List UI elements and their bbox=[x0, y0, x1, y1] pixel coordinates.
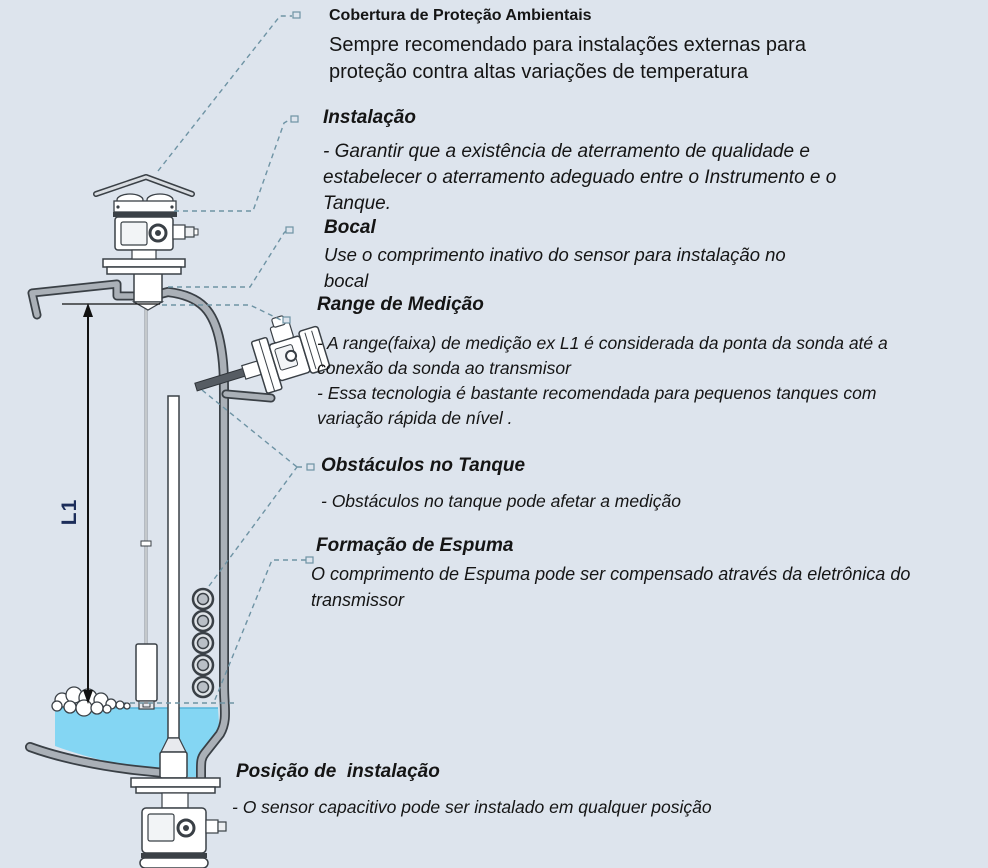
callout-instalacao: Instalação - Garantir que a existência d… bbox=[323, 106, 836, 217]
foam bbox=[51, 686, 131, 717]
callout-body: O comprimento de Espuma pode ser compens… bbox=[311, 564, 911, 610]
callout-title: Bocal bbox=[324, 217, 376, 238]
connector-instalacao bbox=[174, 118, 292, 212]
bottom-transmitter bbox=[139, 792, 227, 868]
callout-connectors bbox=[85, 15, 306, 704]
connector-bocal bbox=[168, 230, 287, 288]
marker-bocal bbox=[285, 226, 294, 234]
marker-cobertura bbox=[292, 11, 301, 19]
callout-cobertura: Cobertura de Proteção Ambientais Sempre … bbox=[329, 6, 806, 86]
top-transmitter bbox=[113, 193, 199, 260]
cable-level-probe bbox=[135, 300, 158, 710]
l1-arrowhead-top bbox=[83, 303, 93, 317]
l1-arrowhead-bottom bbox=[83, 690, 93, 704]
callout-body: - Garantir que a existência de aterramen… bbox=[323, 141, 837, 214]
tank-shell bbox=[25, 279, 276, 784]
connector-obstaculos bbox=[201, 389, 306, 587]
connector-espuma bbox=[213, 559, 306, 703]
callout-bocal: Bocal Use o comprimento inativo do senso… bbox=[324, 216, 786, 294]
callout-markers bbox=[282, 11, 315, 564]
callout-body: - A range(faixa) de medição ex L1 é cons… bbox=[317, 333, 888, 428]
l1-dimension: L1 bbox=[58, 303, 160, 704]
l1-label: L1 bbox=[58, 499, 81, 526]
marker-obstaculos bbox=[306, 463, 315, 471]
callout-obstaculos: Obstáculos no Tanque - Obstáculos no tan… bbox=[321, 454, 681, 514]
protection-cover bbox=[93, 174, 195, 197]
connector-cobertura bbox=[157, 15, 292, 172]
marker-instalacao bbox=[290, 115, 299, 123]
side-transmitter bbox=[194, 315, 331, 394]
callout-posicao-instalacao: Posição de instalação - O sensor capacit… bbox=[232, 760, 712, 820]
marker-range bbox=[282, 316, 291, 324]
callout-title: Cobertura de Proteção Ambientais bbox=[329, 7, 592, 24]
callout-formacao-espuma: Formação de Espuma O comprimento de Espu… bbox=[311, 534, 910, 613]
callout-title: Obstáculos no Tanque bbox=[321, 455, 526, 476]
callout-title: Instalação bbox=[323, 107, 416, 128]
top-mounting-flange bbox=[102, 258, 186, 311]
callout-range-de-medicao: Range de Medição - A range(faixa) de med… bbox=[317, 293, 888, 431]
callout-body: Use o comprimento inativo do sensor para… bbox=[324, 244, 786, 291]
callout-title: Range de Medição bbox=[317, 294, 484, 315]
callout-body: - Obstáculos no tanque pode afetar a med… bbox=[321, 491, 681, 511]
tank-obstacle-ports bbox=[191, 587, 215, 699]
connector-range bbox=[162, 304, 282, 321]
marker-espuma bbox=[305, 556, 314, 564]
callout-body: - O sensor capacitivo pode ser instalado… bbox=[232, 797, 712, 817]
callout-title: Posição de instalação bbox=[236, 761, 440, 782]
callout-title: Formação de Espuma bbox=[316, 535, 514, 556]
bottom-mounting-flange bbox=[130, 777, 221, 794]
callout-body: Sempre recomendado para instalações exte… bbox=[329, 34, 806, 83]
